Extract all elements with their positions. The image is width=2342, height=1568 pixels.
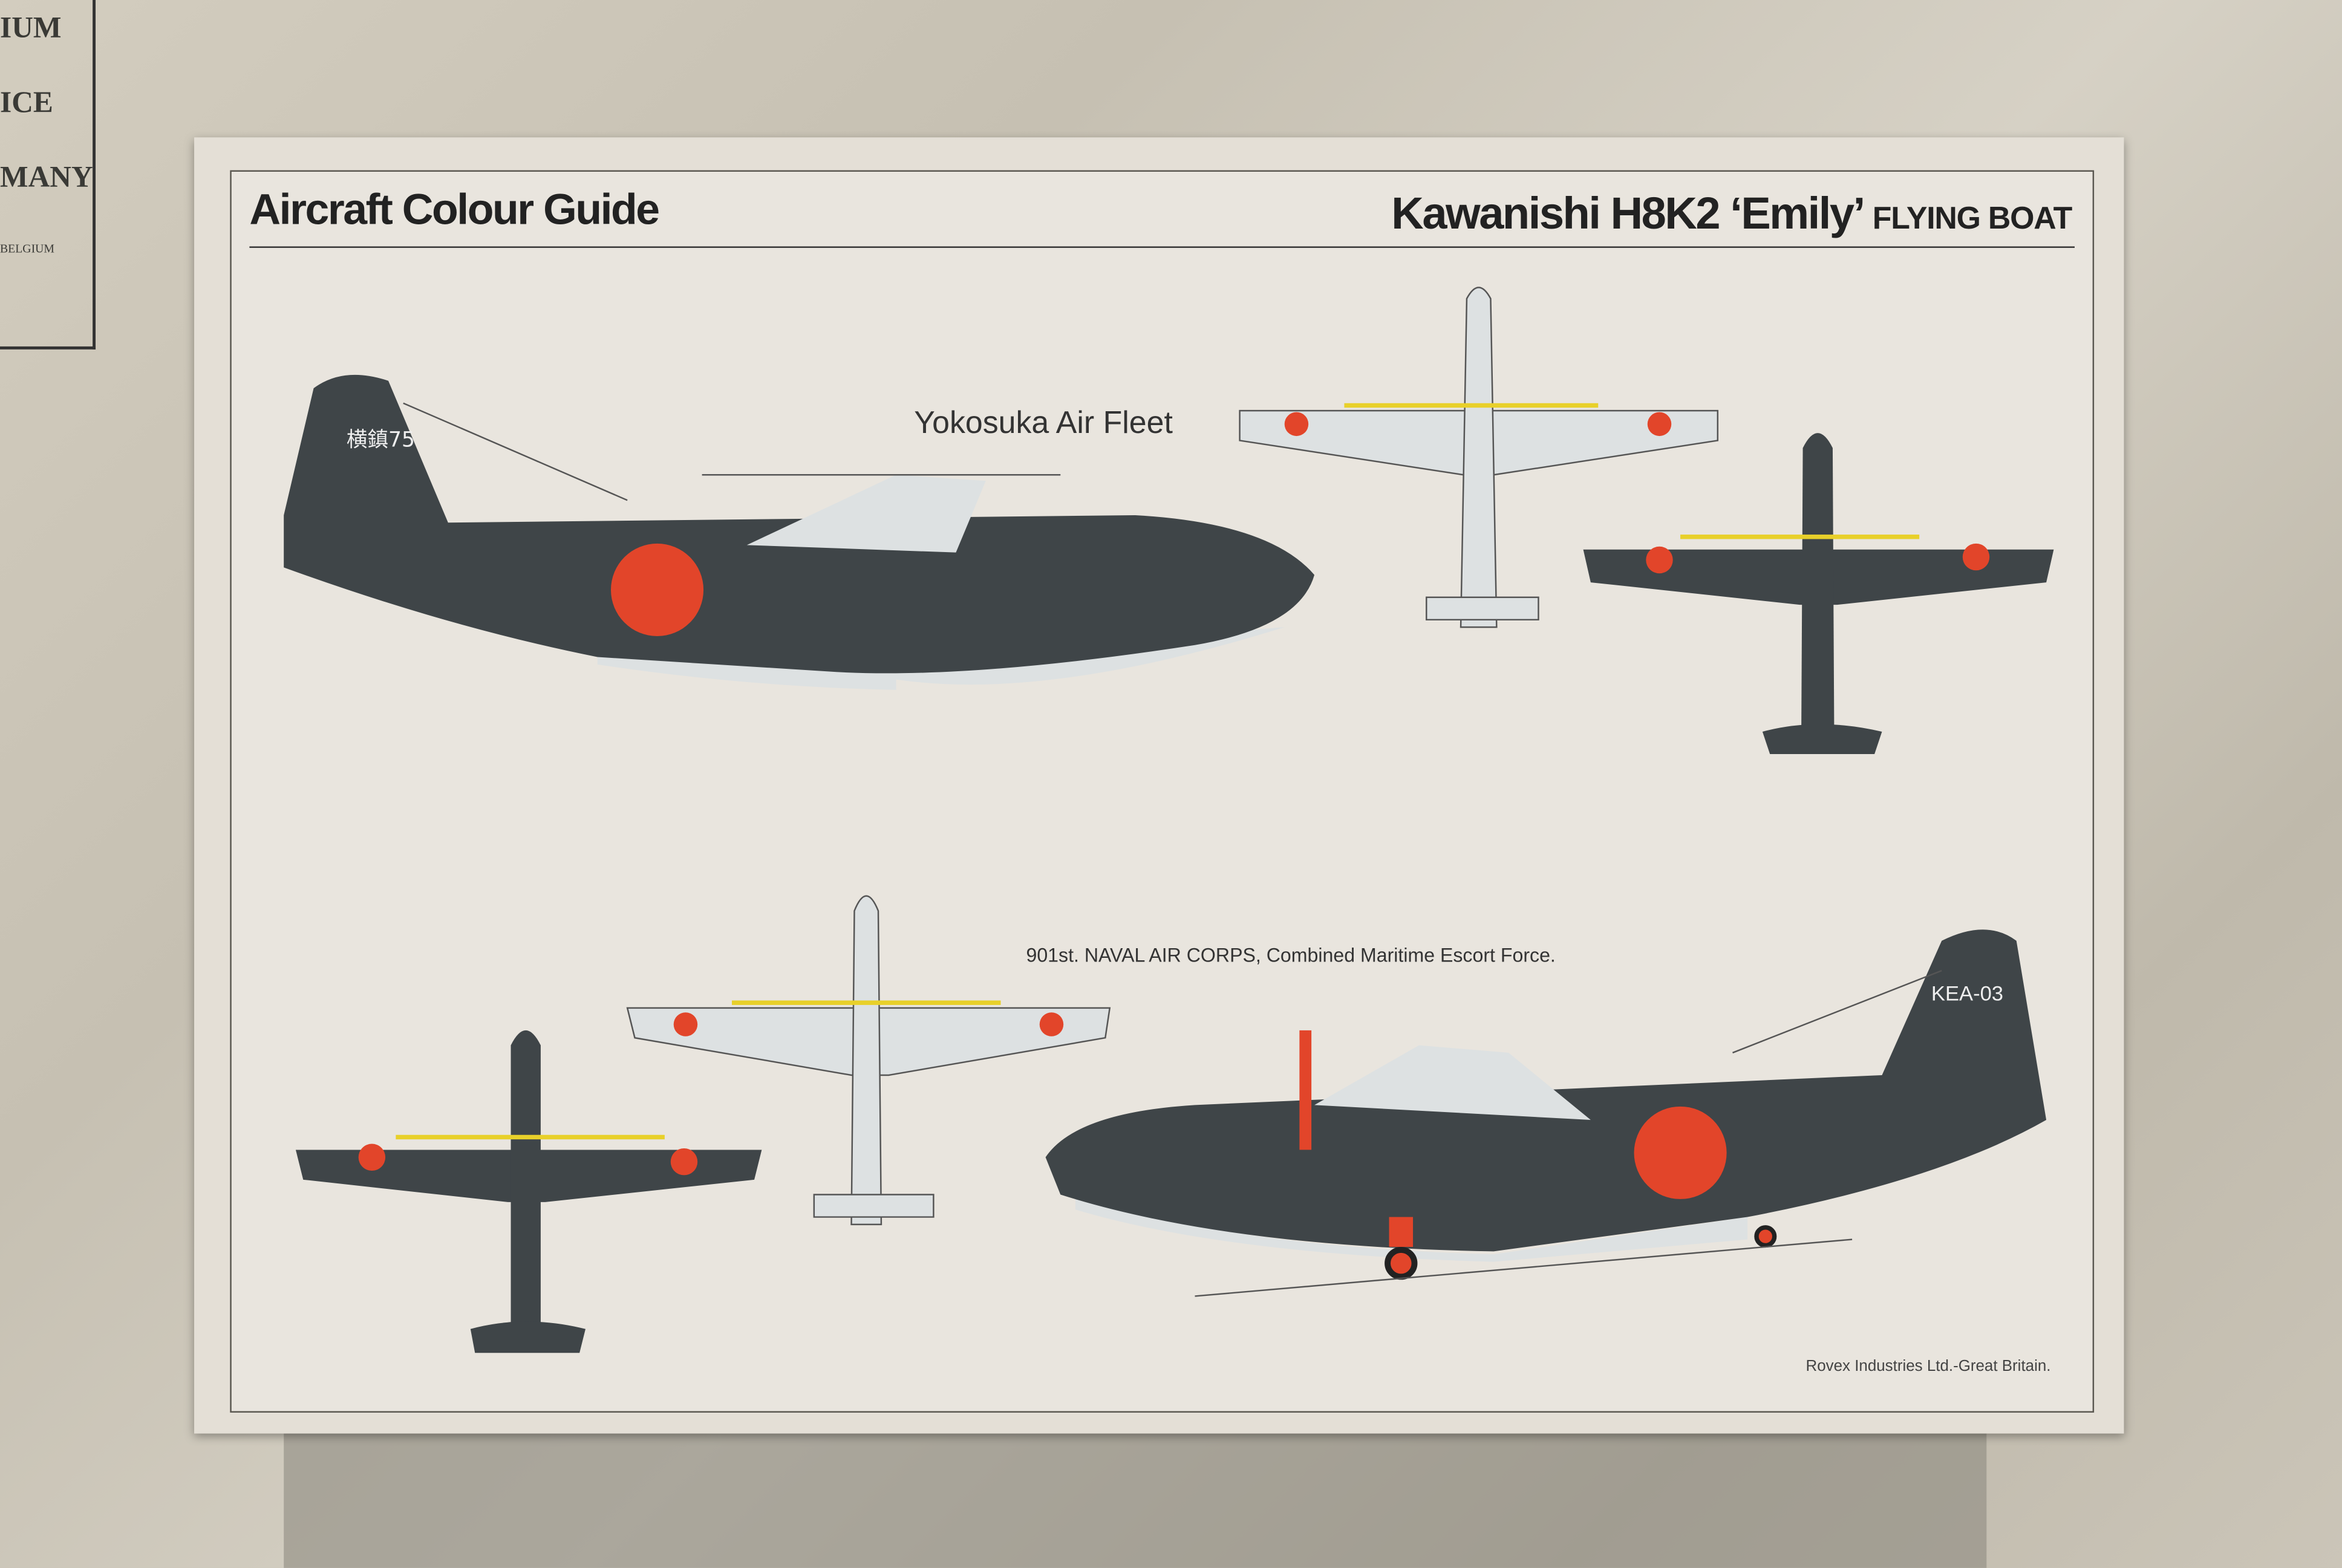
- map-label: MANY: [0, 161, 93, 195]
- kit-box-lid: Aircraft Colour Guide Kawanishi H8K2 ‘Em…: [194, 137, 2124, 1434]
- top-view-dark-901st: [295, 1030, 762, 1353]
- aircraft-type: FLYING BOAT: [1872, 201, 2073, 236]
- aircraft-illustrations: 横鎮75: [284, 287, 2054, 1353]
- box-shadow: [284, 1426, 1987, 1568]
- guide-title: Aircraft Colour Guide: [249, 186, 660, 235]
- aircraft-title: Kawanishi H8K2 ‘Emily’ FLYING BOAT: [1391, 190, 2072, 241]
- maker-credit: Rovex Industries Ltd.-Great Britain.: [1805, 1357, 2051, 1376]
- top-view-light-yokosuka: [1239, 287, 1719, 628]
- scheme-caption-1: Yokosuka Air Fleet: [914, 406, 1173, 441]
- map-label: IUM: [0, 11, 62, 45]
- top-view-dark-yokosuka: [1583, 433, 2054, 755]
- tail-code-2: KEA-03: [1931, 982, 2003, 1005]
- header-rule: [249, 246, 2075, 248]
- map-label: BELGIUM: [0, 242, 55, 256]
- map-label: ICE: [0, 86, 53, 120]
- scheme-caption-2: 901st. NAVAL AIR CORPS, Combined Maritim…: [1026, 943, 1556, 966]
- top-view-light-901st: [626, 895, 1111, 1226]
- tail-code-1: 横鎮75: [347, 428, 415, 452]
- colour-guide-panel: Aircraft Colour Guide Kawanishi H8K2 ‘Em…: [230, 170, 2095, 1413]
- side-view-901st: KEA-03: [1045, 929, 2047, 1297]
- side-view-yokosuka: 横鎮75: [284, 374, 1315, 690]
- map-inset-legend: [0, 0, 96, 350]
- aircraft-name: Kawanishi H8K2 ‘Emily’: [1391, 189, 1863, 239]
